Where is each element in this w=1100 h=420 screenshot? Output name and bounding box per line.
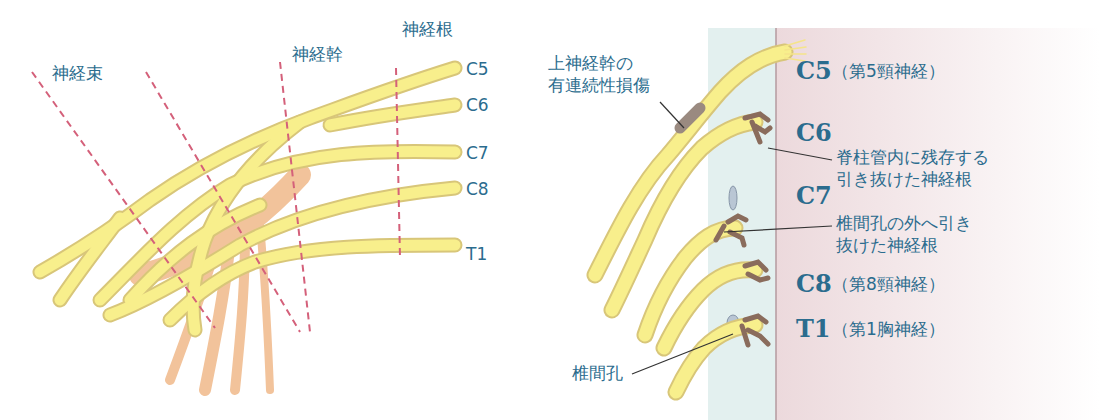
section-label: 神経束 [52, 62, 103, 84]
root-name: （第5頸神経） [832, 60, 945, 82]
callout-note: 椎間孔 [572, 362, 623, 384]
root-label: C7 [466, 142, 489, 164]
callout-note: 椎間孔の外へ引き 抜けた神経根 [836, 212, 1016, 256]
root-label: C8 [466, 178, 489, 200]
root-name: （第8頸神経） [832, 273, 945, 295]
section-label: 神経根 [402, 18, 453, 40]
section-lines [32, 62, 400, 332]
root-label: C6 [796, 117, 832, 148]
plexus-left [40, 68, 455, 330]
root-label: C5 [796, 55, 832, 86]
leader-lines [632, 102, 832, 374]
root-label: C8 [796, 268, 832, 299]
root-label: C7 [796, 180, 832, 211]
canal-band [776, 28, 1100, 420]
root-label: C6 [466, 94, 489, 116]
root-label: T1 [796, 313, 831, 344]
callout-note: 脊柱管内に残存する 引き抜けた神経根 [836, 146, 1046, 190]
root-label: T1 [466, 243, 487, 265]
foramina [727, 186, 739, 331]
root-name: （第1胸神経） [832, 318, 945, 340]
canal-edge [775, 28, 777, 420]
section-label: 神経幹 [292, 43, 343, 65]
root-label: C5 [466, 58, 489, 80]
callout-note: 上神経幹の 有連続性損傷 [548, 52, 660, 96]
